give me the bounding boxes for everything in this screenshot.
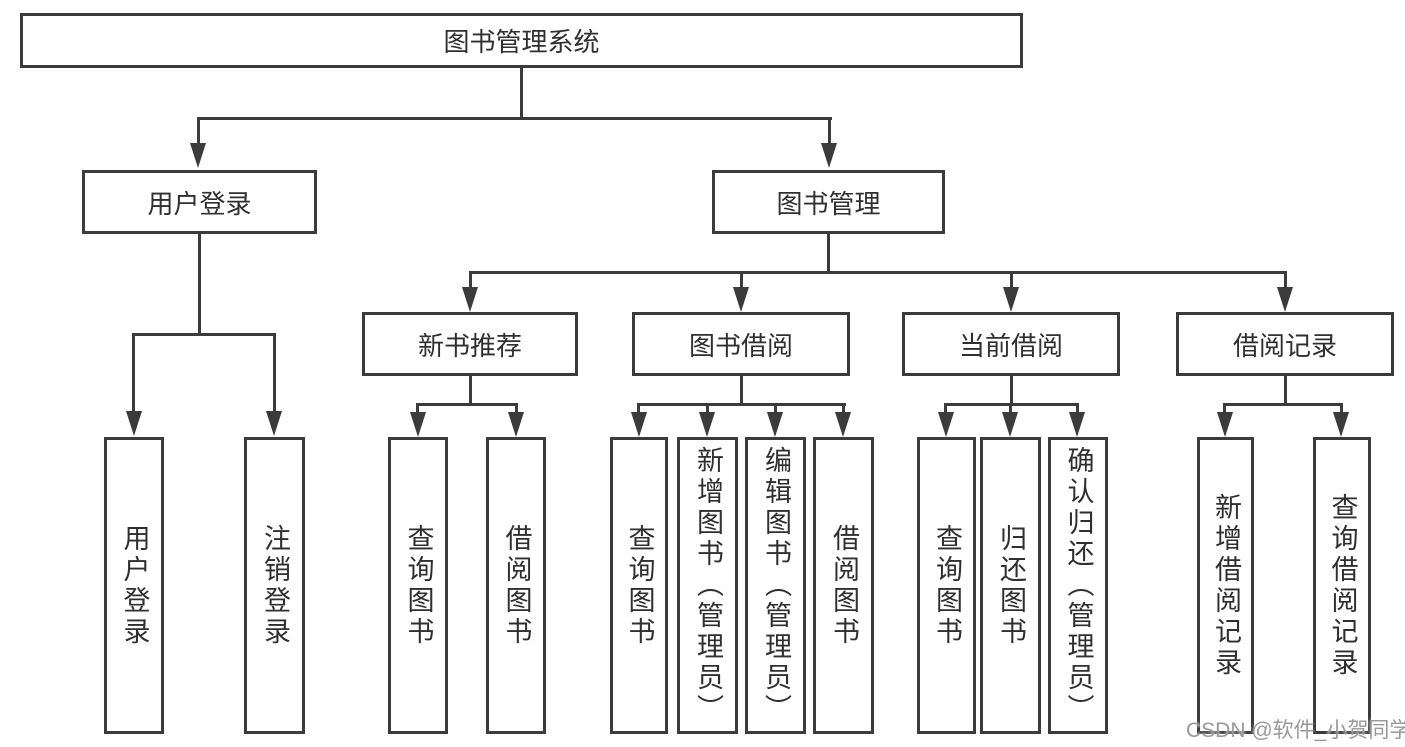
connector-shaft (828, 117, 831, 146)
leaf-logout-login: 注销登录 (244, 437, 305, 734)
node-book-borrow: 图书借阅 (632, 312, 850, 376)
node-root: 图书管理系统 (20, 13, 1023, 68)
connector-stem (469, 376, 472, 406)
connector-shaft (1010, 271, 1013, 289)
leaf-label: 注销登录 (260, 523, 290, 648)
node-current-borrow: 当前借阅 (902, 312, 1120, 376)
node-borrow-record-label: 借阅记录 (1232, 330, 1337, 361)
connector-book-management-stem (827, 234, 830, 274)
node-book-management-label: 图书管理 (776, 188, 881, 219)
connector-shaft (197, 117, 200, 146)
node-new-book-recommend: 新书推荐 (362, 312, 578, 376)
leaf-borrow-borrow-book: 借阅图书 (813, 437, 874, 734)
arrowhead (1003, 287, 1019, 312)
node-borrow-record: 借阅记录 (1176, 312, 1394, 376)
leaf-current-query-book: 查询图书 (917, 437, 976, 734)
connector-shaft (416, 403, 419, 415)
connector-shaft (1009, 403, 1012, 415)
node-current-borrow-label: 当前借阅 (958, 330, 1063, 361)
arrowhead (938, 412, 954, 437)
connector-shaft (740, 271, 743, 289)
leaf-borrow-edit-book-admin: 编辑图书（管理员） (745, 437, 806, 734)
leaf-recommend-query-book: 查询图书 (388, 437, 448, 734)
arrowhead (767, 412, 783, 437)
connector-shaft (1223, 403, 1226, 415)
leaf-record-add-record: 新增借阅记录 (1197, 437, 1254, 734)
connector-shaft (1340, 403, 1343, 415)
connector-shaft (1284, 271, 1287, 289)
arrowhead (733, 287, 749, 312)
arrowhead (266, 411, 282, 436)
arrowhead (190, 143, 206, 168)
node-book-management: 图书管理 (712, 170, 945, 234)
arrowhead (1069, 412, 1085, 437)
leaf-label: 查询借阅记录 (1327, 492, 1358, 679)
node-new-book-recommend-label: 新书推荐 (417, 330, 522, 361)
connector-bar (637, 403, 846, 406)
watermark: CSDN @软件_小贺同学 (1186, 719, 1405, 742)
connector-bar (1223, 403, 1343, 406)
connector-stem (1284, 376, 1287, 406)
arrowhead (835, 412, 851, 437)
arrowhead (462, 287, 478, 312)
leaf-label: 用户登录 (119, 523, 150, 648)
leaf-label: 借阅图书 (501, 523, 532, 648)
node-book-borrow-label: 图书借阅 (688, 330, 793, 361)
leaf-label: 确认归还（管理员） (1063, 446, 1094, 725)
leaf-label: 新增借阅记录 (1211, 492, 1241, 679)
connector-root-stem (520, 68, 523, 120)
arrowhead (126, 411, 142, 436)
connector-shaft (469, 271, 472, 289)
connector-user-login-stem (198, 234, 201, 336)
leaf-label: 归还图书 (996, 523, 1026, 648)
arrowhead (1277, 287, 1293, 312)
arrowhead (1333, 412, 1349, 437)
leaf-current-return-book: 归还图书 (980, 437, 1041, 734)
connector-shaft (273, 333, 276, 413)
connector-shaft (132, 333, 135, 413)
connector-shaft (637, 403, 640, 415)
connector-shaft (706, 403, 709, 415)
leaf-borrow-query-book: 查询图书 (610, 437, 668, 734)
connector-root-bar (197, 117, 832, 120)
node-user-login-label: 用户登录 (147, 188, 252, 219)
arrowhead (631, 412, 647, 437)
leaf-borrow-add-book-admin: 新增图书（管理员） (677, 437, 738, 734)
connector-shaft (515, 403, 518, 415)
leaf-label: 编辑图书（管理员） (761, 446, 791, 725)
node-root-label: 图书管理系统 (443, 27, 600, 57)
connector-shaft (842, 403, 845, 415)
connector-stem (740, 376, 743, 406)
leaf-user-login: 用户登录 (104, 437, 164, 734)
connector-stem (1010, 376, 1013, 406)
connector-shaft (944, 403, 947, 415)
connector-level3-bar (469, 271, 1287, 274)
arrowhead (508, 412, 524, 437)
connector-bar (416, 403, 518, 406)
arrowhead (410, 412, 426, 437)
arrowhead (1002, 412, 1018, 437)
arrowhead (699, 412, 715, 437)
leaf-current-confirm-return-admin: 确认归还（管理员） (1048, 437, 1108, 734)
leaf-label: 新增图书（管理员） (693, 446, 723, 725)
leaf-label: 借阅图书 (829, 523, 859, 648)
connector-shaft (774, 403, 777, 415)
leaf-label: 查询图书 (403, 523, 434, 648)
leaf-recommend-borrow-book: 借阅图书 (486, 437, 546, 734)
leaf-label: 查询图书 (932, 523, 962, 648)
connector-user-login-bar (132, 333, 276, 336)
node-user-login: 用户登录 (82, 170, 317, 234)
leaf-label: 查询图书 (624, 523, 655, 648)
leaf-record-query-record: 查询借阅记录 (1313, 437, 1371, 734)
arrowhead (821, 143, 837, 168)
connector-shaft (1076, 403, 1079, 415)
arrowhead (1217, 412, 1233, 437)
